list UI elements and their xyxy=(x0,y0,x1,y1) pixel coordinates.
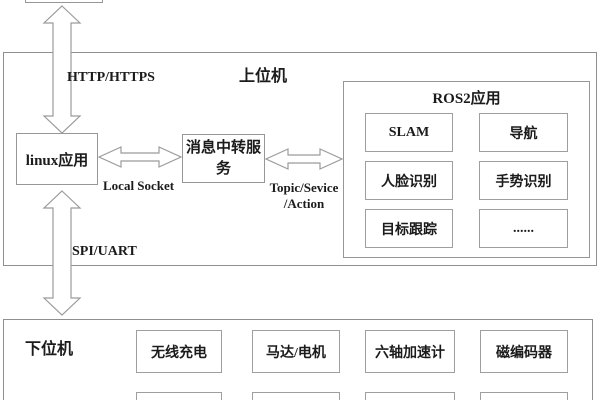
lower-machine-section xyxy=(3,319,593,400)
ros2-app-box: ROS2应用 SLAM 导航 人脸识别 手势识别 目标跟踪 ...... xyxy=(343,81,590,258)
ros2-module-label: 目标跟踪 xyxy=(381,222,437,238)
spi-uart-label: SPI/UART xyxy=(72,244,137,259)
ros2-module-label: 手势识别 xyxy=(495,174,552,190)
lower-module-box-partial xyxy=(480,392,568,400)
lower-module-label: 磁编码器 xyxy=(496,345,552,361)
upper-machine-title: 上位机 xyxy=(239,68,288,85)
ros2-module-label: ...... xyxy=(513,220,534,236)
topic-service-action-label: Topic/Sevice /Action xyxy=(258,180,350,212)
lower-module-wireless-charging: 无线充电 xyxy=(136,330,222,373)
local-socket-label: Local Socket xyxy=(103,178,175,193)
ros2-module-face-recognition: 人脸识别 xyxy=(365,161,453,200)
lower-module-box-partial xyxy=(136,392,222,400)
ros2-module-slam: SLAM xyxy=(365,113,453,152)
ros2-module-label: SLAM xyxy=(388,124,430,140)
ros2-module-navigation: 导航 xyxy=(479,113,568,152)
linux-app-label: linux应用 xyxy=(25,152,89,169)
lower-module-box-partial xyxy=(252,392,340,400)
relay-service-label: 消息中转服务 xyxy=(186,139,262,177)
upper-machine-section xyxy=(3,52,597,266)
relay-service-box: 消息中转服务 xyxy=(182,134,265,183)
ros2-module-grid: SLAM 导航 人脸识别 手势识别 目标跟踪 ...... xyxy=(365,113,568,248)
lower-module-motor: 马达/电机 xyxy=(252,330,340,373)
ros2-module-label: 导航 xyxy=(509,126,538,142)
lower-module-accelerometer: 六轴加速计 xyxy=(365,330,455,373)
ros2-module-target-tracking: 目标跟踪 xyxy=(365,209,453,248)
lower-module-label: 无线充电 xyxy=(151,345,207,361)
ros2-module-label: 人脸识别 xyxy=(381,174,437,190)
linux-app-box: linux应用 xyxy=(16,133,98,185)
lower-module-label: 六轴加速计 xyxy=(375,345,445,361)
ros2-module-ellipsis: ...... xyxy=(479,209,568,248)
lower-module-magnetic-encoder: 磁编码器 xyxy=(480,330,568,373)
external-box-partial xyxy=(25,0,103,3)
ros2-module-gesture-recognition: 手势识别 xyxy=(479,161,568,200)
topic-service-line: Topic/Sevice xyxy=(269,180,339,195)
http-protocol-label: HTTP/HTTPS xyxy=(67,70,155,85)
action-line: /Action xyxy=(283,196,325,211)
lower-module-box-partial xyxy=(365,392,455,400)
lower-machine-title: 下位机 xyxy=(25,341,74,358)
lower-module-label: 马达/电机 xyxy=(266,345,326,361)
ros2-app-title: ROS2应用 xyxy=(432,91,501,107)
